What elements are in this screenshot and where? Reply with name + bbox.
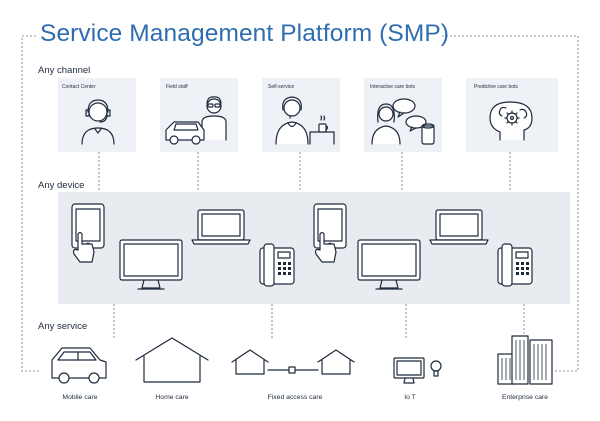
service-label-fixed-access-care: Fixed access care [267, 394, 323, 401]
channel-box-contact-center: Contact Center [58, 78, 136, 152]
tablet-touch-icon [71, 203, 105, 263]
desk-phone-icon [259, 243, 295, 287]
channel-label: Field staff [166, 84, 188, 90]
field-technician-van-icon [165, 96, 227, 145]
desk-phone-icon [497, 243, 533, 287]
service-label-home-care: Home care [155, 394, 189, 401]
laptop-icon [191, 209, 251, 245]
connected-houses-icon [231, 349, 355, 375]
office-buildings-icon [497, 335, 553, 385]
service-label-enterprise-care: Enterprise care [501, 394, 549, 401]
channel-box-predictive-care-bots: Predictive care bots [466, 78, 558, 152]
laptop-icon [429, 209, 489, 245]
monitor-icon [119, 239, 183, 290]
page-title: Service Management Platform (SMP) [40, 20, 450, 47]
channel-label: Interactive care bots [370, 84, 416, 90]
tablet-touch-icon [313, 203, 347, 263]
iot-monitor-bulb-icon [393, 357, 442, 384]
channel-label: Self-service [268, 84, 295, 90]
section-any-channel: Any channel [38, 65, 91, 76]
channel-box-field-staff: Field staff [160, 78, 238, 152]
section-any-device: Any device [38, 180, 85, 191]
device-icons [71, 203, 533, 290]
channel-box-self-service: Self-service [262, 78, 340, 152]
channel-box-interactive-care-bots: Interactive care bots [364, 78, 442, 152]
service-icons [51, 335, 553, 385]
service-label-mobile-care: Mobile care [62, 394, 98, 401]
house-icon [135, 337, 209, 383]
self-service-person-icon [275, 96, 335, 145]
channel-label: Predictive care bots [474, 84, 518, 90]
channel-label: Contact Center [62, 84, 96, 90]
predictive-brain-icon [489, 101, 533, 141]
car-icon [51, 347, 107, 384]
chat-bot-icon [371, 98, 435, 145]
monitor-icon [357, 239, 421, 290]
section-any-service: Any service [38, 321, 88, 332]
headset-agent-icon [81, 99, 115, 145]
service-label-iot: Io T [404, 394, 416, 401]
